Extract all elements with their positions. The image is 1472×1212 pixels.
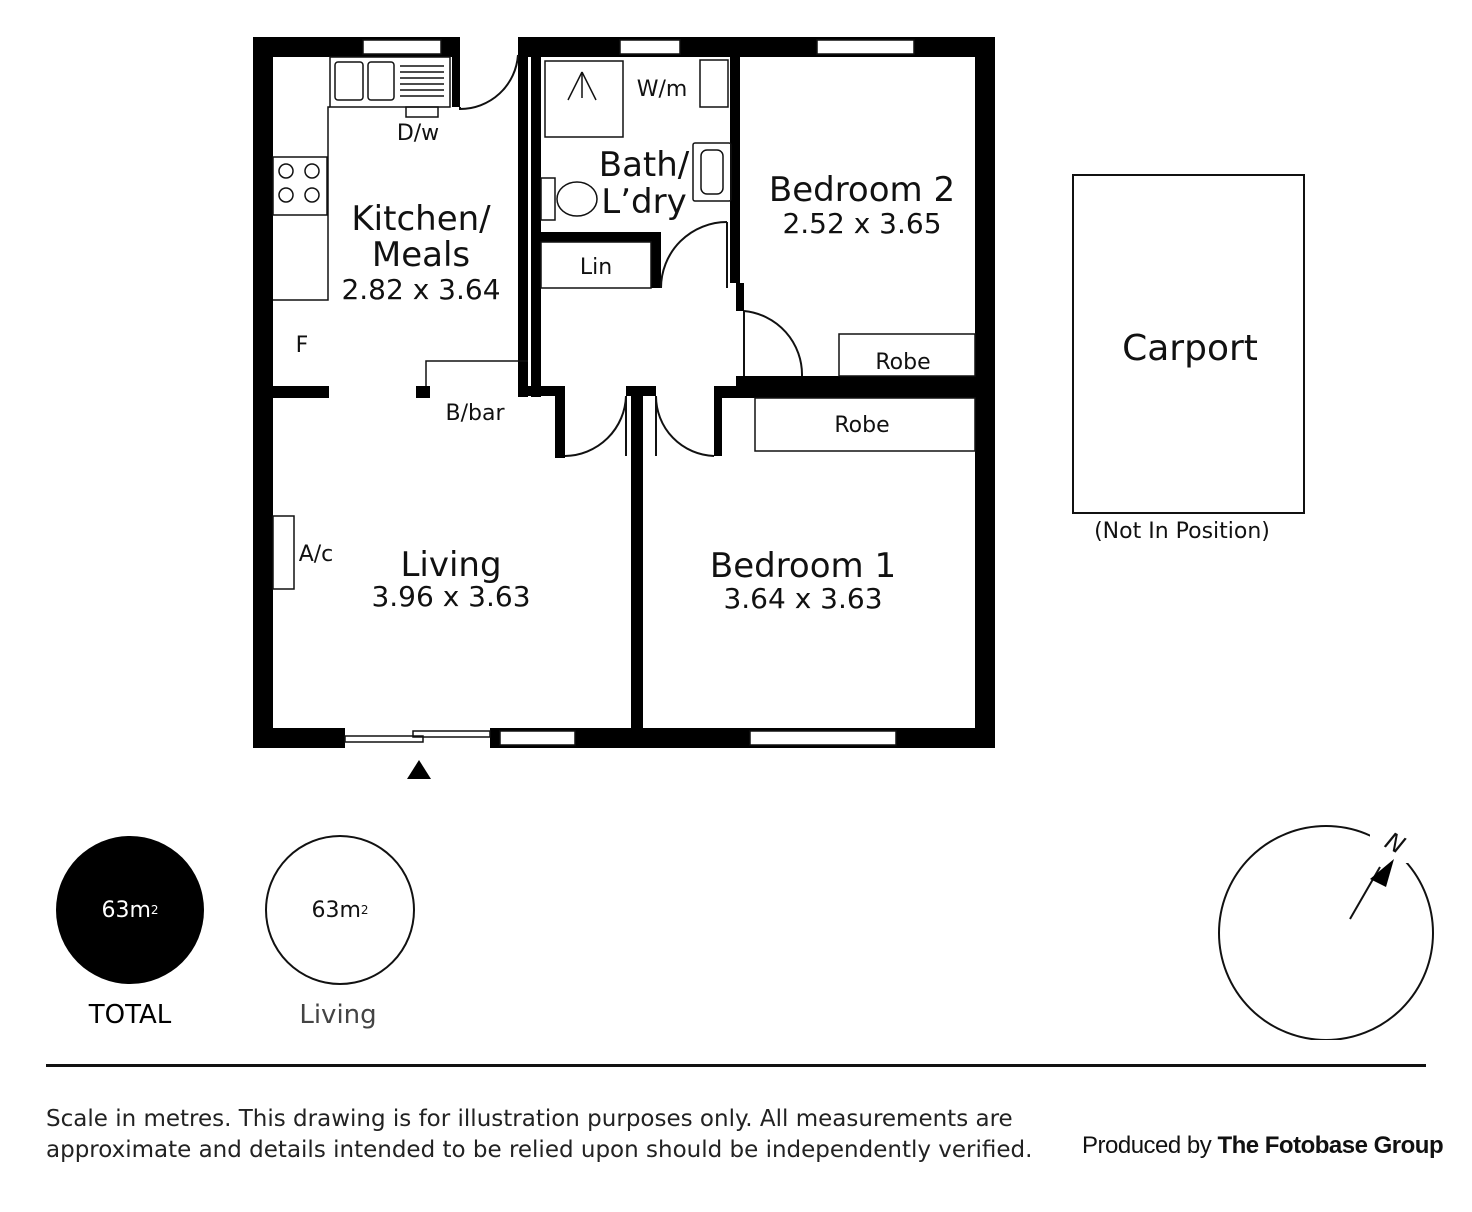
bathroom-fixtures <box>540 59 732 289</box>
entry-arrow-icon <box>407 760 431 779</box>
breakfast-bar-label: B/bar <box>446 401 506 426</box>
disclaimer-text: Scale in metres. This drawing is for ill… <box>46 1106 1033 1163</box>
living-name: Living <box>400 545 501 585</box>
total-area-unit: 2 <box>150 903 159 917</box>
living-area-caption: Living <box>299 1000 377 1030</box>
total-area-value: 63m <box>101 897 151 923</box>
footer-divider <box>46 1064 1426 1067</box>
windows <box>362 39 915 746</box>
producer-company: The Fotobase Group <box>1217 1132 1444 1159</box>
linen-label: Lin <box>580 255 612 280</box>
kitchen-name-line2: Meals <box>372 235 470 275</box>
floor-plan: Kitchen/ Meals 2.82 x 3.64 Bath/ L’dry B… <box>253 37 1305 779</box>
total-area-caption: TOTAL <box>88 1000 172 1030</box>
bedroom1-dims: 3.64 x 3.63 <box>723 582 882 615</box>
living-area-value: 63m <box>311 897 361 923</box>
producer-credit: Produced by The Fotobase Group <box>1082 1132 1444 1160</box>
robe-bedroom2-label: Robe <box>875 350 930 375</box>
sliding-door <box>344 730 491 743</box>
robe-bedroom1-label: Robe <box>834 413 889 438</box>
living-dims: 3.96 x 3.63 <box>371 580 530 613</box>
kitchen-fixtures <box>272 56 528 590</box>
north-compass: N <box>1218 825 1434 1040</box>
dishwasher-label: D/w <box>397 121 439 146</box>
carport-name: Carport <box>1122 328 1258 369</box>
robes <box>754 333 976 452</box>
living-area-unit: 2 <box>360 903 369 917</box>
carport-outline <box>1072 174 1305 514</box>
washing-machine-label: W/m <box>637 77 688 102</box>
fridge-label: F <box>296 333 309 358</box>
bath-name-line2: L’dry <box>601 182 686 222</box>
door-swings <box>459 54 804 457</box>
producer-prefix: Produced by <box>1082 1132 1212 1159</box>
bath-name-line1: Bath/ <box>599 145 690 185</box>
bedroom2-name: Bedroom 2 <box>769 170 955 210</box>
kitchen-dims: 2.82 x 3.64 <box>341 273 500 306</box>
north-arrow-icon <box>1370 859 1394 887</box>
kitchen-name-line1: Kitchen/ <box>351 199 491 239</box>
bedroom2-dims: 2.52 x 3.65 <box>782 207 941 240</box>
interior-walls <box>273 37 976 730</box>
aircon-label: A/c <box>299 542 334 567</box>
carport-note: (Not In Position) <box>1094 519 1270 544</box>
bedroom1-name: Bedroom 1 <box>710 546 896 586</box>
